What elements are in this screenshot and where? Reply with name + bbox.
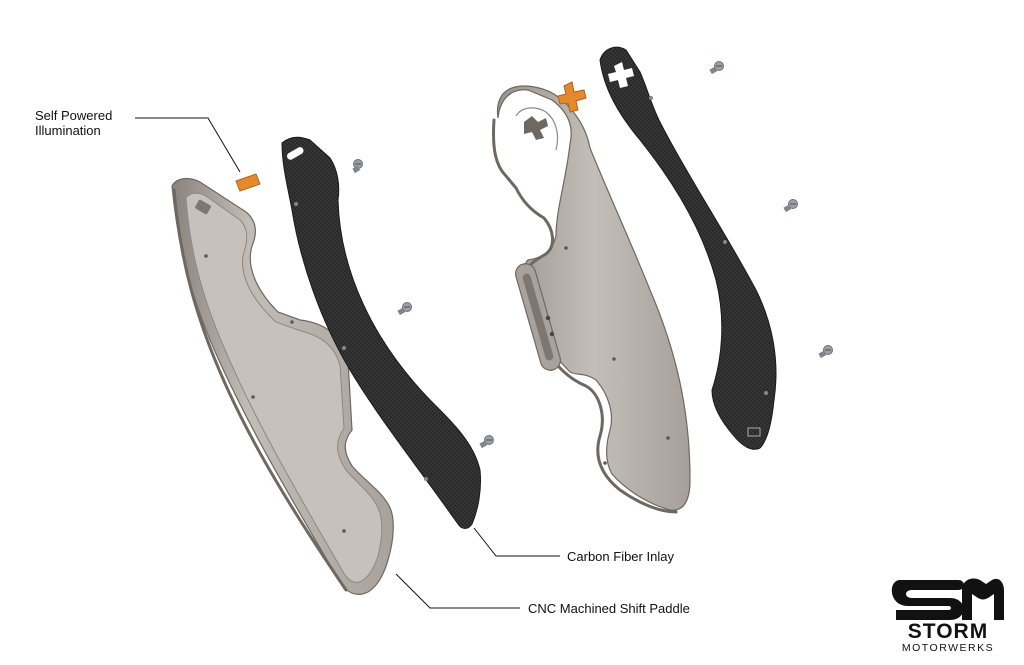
illumination-leader-line	[135, 117, 241, 173]
left-aluminum-paddle	[171, 177, 394, 595]
left-paddle-assembly	[171, 136, 494, 595]
shift-paddle-label: CNC Machined Shift Paddle	[528, 601, 690, 616]
right-screw-top	[709, 61, 724, 75]
illumination-label: Self Powered Illumination	[35, 108, 113, 138]
right-screw-middle	[783, 199, 798, 213]
right-screw-bottom	[818, 345, 833, 359]
storm-motorwerks-logo-mark	[891, 578, 1004, 620]
carbon-fiber-inlay-label: Carbon Fiber Inlay	[567, 549, 674, 564]
left-screw-top	[352, 159, 363, 174]
right-aluminum-paddle	[492, 85, 691, 514]
left-screw-bottom	[479, 435, 494, 449]
paddle-leader-line	[395, 573, 520, 609]
right-carbon-inlay	[599, 46, 777, 450]
logo-wordmark-motorwerks: MOTORWERKS	[901, 642, 995, 654]
right-paddle-assembly	[492, 46, 833, 514]
left-screw-middle	[397, 302, 412, 316]
right-illumination-part	[557, 81, 587, 113]
logo-wordmark-storm: STORM	[907, 620, 989, 643]
inlay-leader-line	[473, 527, 560, 557]
left-illumination-part	[235, 173, 261, 192]
left-carbon-inlay	[281, 136, 481, 529]
